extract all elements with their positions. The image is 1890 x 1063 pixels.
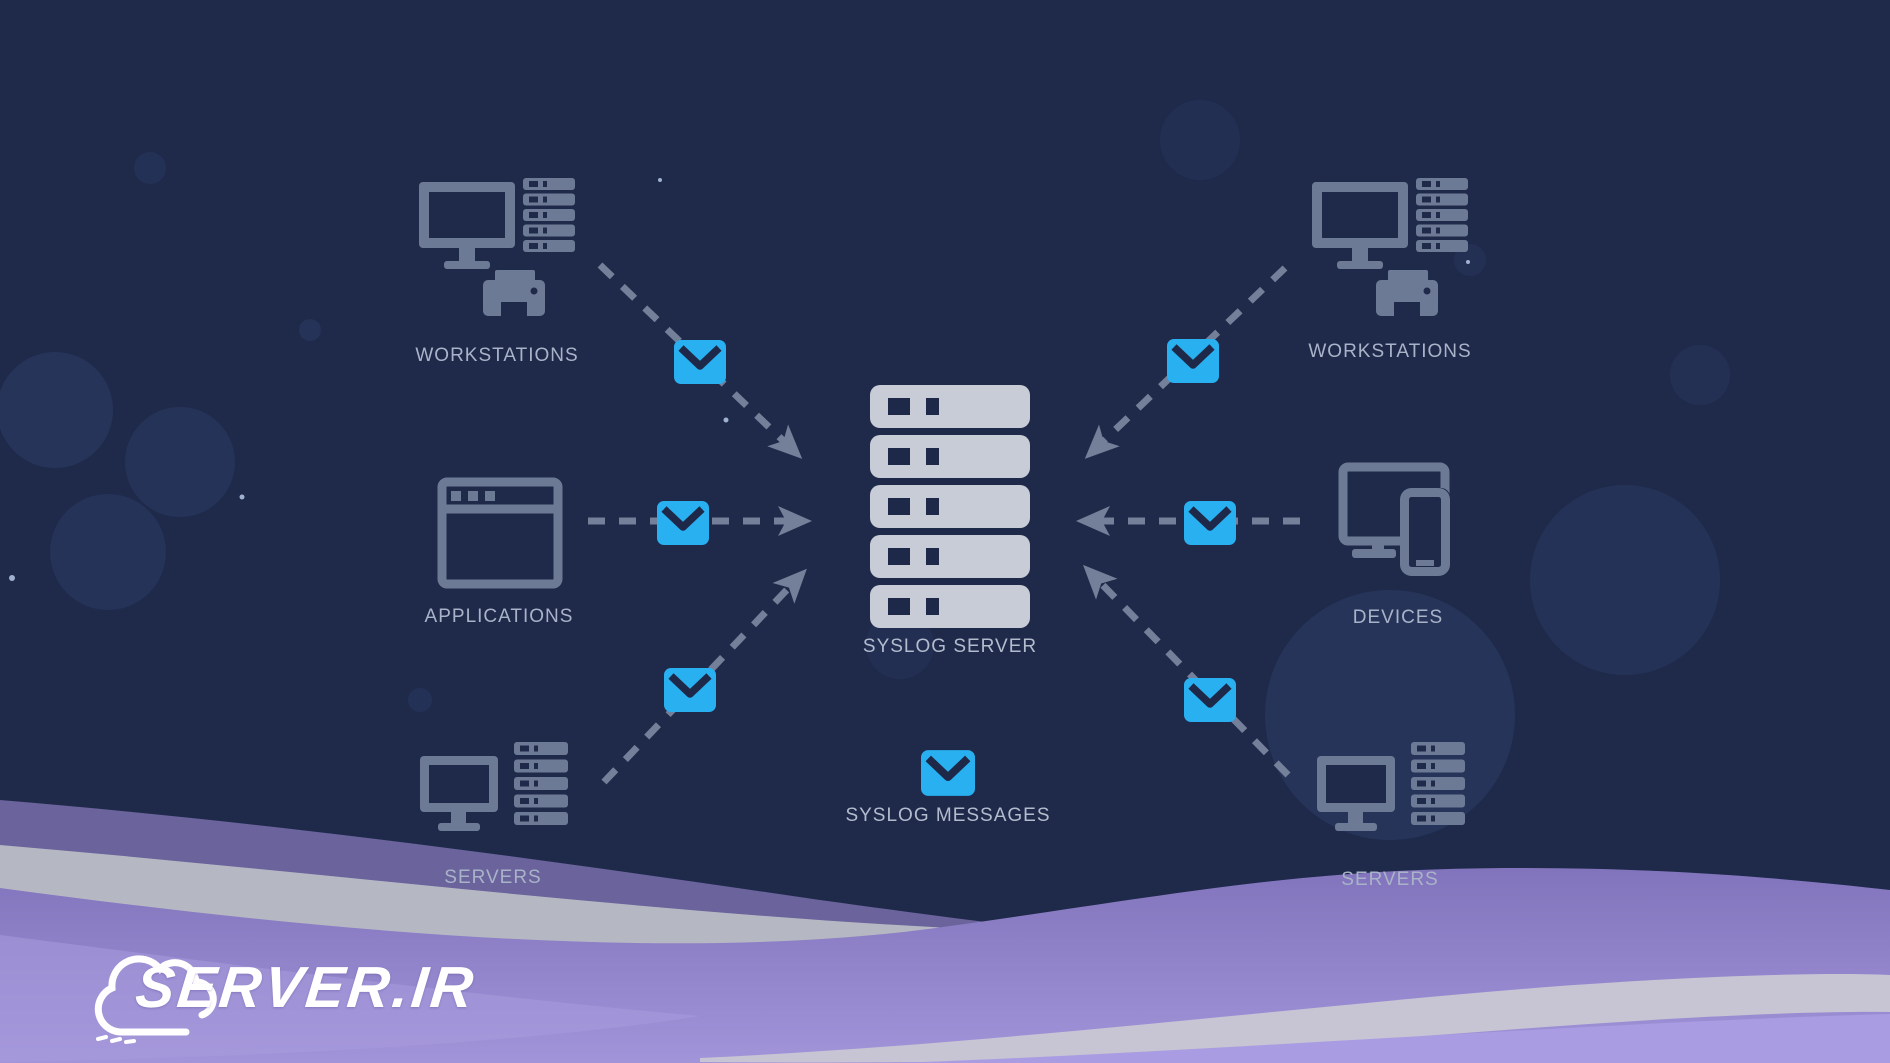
workstation-printer-icon (419, 178, 575, 320)
envelope-icon (1167, 339, 1219, 383)
envelope-icon (664, 668, 716, 712)
envelope-icon (674, 340, 726, 384)
node-label: SYSLOG MESSAGES (845, 805, 1051, 826)
rack-dots (1422, 181, 1440, 249)
node-syslog-messages: SYSLOG MESSAGES (845, 750, 1050, 826)
node-label: SERVERS (1341, 869, 1439, 890)
rack-bars (514, 742, 568, 825)
node-workstations-right: WORKSTATIONS (1308, 150, 1471, 362)
connector-servers-right (1083, 564, 1291, 778)
wave-silver-right (700, 974, 1890, 1063)
node-label: DEVICES (1352, 607, 1444, 628)
rack-bars (1411, 742, 1465, 825)
cloud-dash-trail (96, 1035, 136, 1044)
node-label: SERVERS (444, 867, 542, 888)
node-servers-right: SERVERS (1317, 742, 1469, 890)
rack-dots (1417, 745, 1435, 822)
brand-name: SERVER.IR (132, 955, 480, 1020)
node-applications: APPLICATIONS (425, 477, 572, 627)
envelope-icon (921, 750, 975, 796)
server-stack-icon (870, 385, 1030, 628)
rack-dots (520, 745, 538, 822)
node-workstations-left: WORKSTATIONS (415, 150, 578, 366)
monitor-phone-icon (1338, 462, 1450, 576)
envelope-icon (1184, 501, 1236, 545)
wave-purple-bottom-right (900, 1014, 1890, 1063)
node-label: SYSLOG SERVER (862, 636, 1038, 657)
connector-servers-left (601, 568, 807, 785)
monitor-rack-icon (1317, 742, 1465, 831)
sparkle-dots (9, 178, 1470, 581)
node-servers-left: SERVERS (420, 742, 572, 888)
node-label: APPLICATIONS (424, 606, 574, 627)
monitor-rack-icon (420, 742, 568, 831)
envelope-icon (657, 501, 709, 545)
envelope-icon (1184, 678, 1236, 722)
rack-dots (529, 181, 547, 249)
node-syslog-server: SYSLOG SERVER (863, 385, 1036, 657)
brand-logo: SERVER.IR (78, 940, 558, 1050)
workstation-printer-icon (1312, 178, 1468, 320)
bottom-waves (0, 800, 1890, 1063)
node-devices: DEVICES (1338, 462, 1464, 628)
node-label: WORKSTATIONS (415, 345, 579, 366)
node-label: WORKSTATIONS (1308, 341, 1472, 362)
cloud-icon (94, 955, 217, 1044)
browser-window-icon (437, 477, 563, 589)
